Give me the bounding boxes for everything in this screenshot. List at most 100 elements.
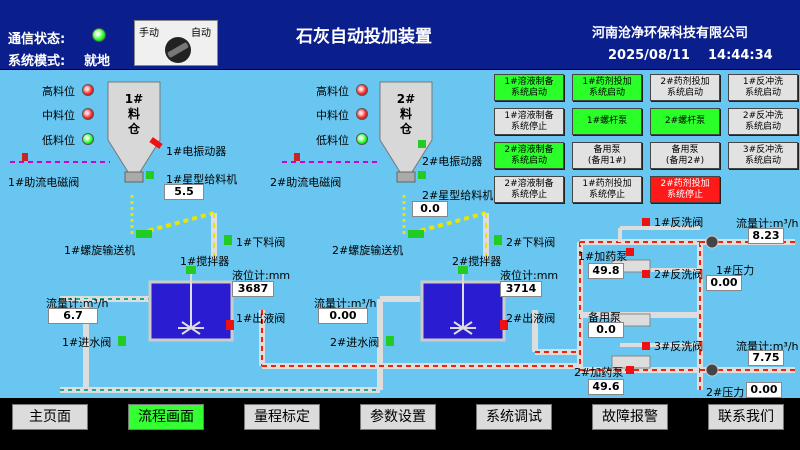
dosing-pump1-value: 49.8: [588, 263, 624, 279]
silo1-feeder-icon[interactable]: [146, 171, 154, 179]
silo2-outlet-valve-icon[interactable]: [500, 320, 508, 330]
silo2-inlet-valve-label: 2#进水阀: [330, 336, 380, 349]
control-button-r1-c1[interactable]: 1#螺杆泵: [572, 108, 642, 135]
silo2-feeder-label: 2#星型给料机: [422, 189, 494, 202]
dosing-flow2-label: 流量计:m³/h: [736, 340, 799, 353]
silo2-vibrator-icon[interactable]: [418, 140, 426, 148]
header-bar: 通信状态: 系统模式: 就地 手动 自动 石灰自动投加装置 河南沧净环保科技有限…: [0, 0, 800, 69]
silo1-mid-level-label: 中料位: [42, 109, 75, 122]
dosing-pump2-icon[interactable]: [626, 366, 634, 374]
silo1-inlet-valve-icon[interactable]: [118, 336, 126, 346]
silo1-outlet-valve-label: 1#出液阀: [236, 312, 286, 325]
silo1-mixer-label: 1#搅拌器: [180, 255, 230, 268]
silo1-feeder-value: 5.5: [164, 184, 204, 200]
silo1-discharge-valve-label: 1#下料阀: [236, 236, 286, 249]
control-button-r2-c0[interactable]: 2#溶液制备 系统启动: [494, 142, 564, 169]
switch-auto-label: 自动: [191, 28, 211, 39]
silo2-discharge-valve-label: 2#下料阀: [506, 236, 556, 249]
standby-pump-label: 备用泵: [588, 311, 621, 324]
control-button-r0-c2[interactable]: 2#药剂投加 系统启动: [650, 74, 720, 101]
silo1-inlet-valve-label: 1#进水阀: [62, 336, 112, 349]
silo2-conveyor-label: 2#螺旋输送机: [332, 244, 404, 257]
control-button-r0-c3[interactable]: 1#反冲洗 系统启动: [728, 74, 798, 101]
silo2-feeder-value: 0.0: [412, 201, 448, 217]
silo2-mixer-label: 2#搅拌器: [452, 255, 502, 268]
control-button-r1-c0[interactable]: 1#溶液制备 系统停止: [494, 108, 564, 135]
silo2-inlet-valve-icon[interactable]: [386, 336, 394, 346]
control-button-r1-c3[interactable]: 2#反冲洗 系统启动: [728, 108, 798, 135]
silo1-conveyor-icon[interactable]: [136, 230, 152, 238]
silo2-outlet-valve-label: 2#出液阀: [506, 312, 556, 325]
silo2-low-level-label: 低料位: [316, 134, 349, 147]
nav-alarm-button[interactable]: 故障报警: [592, 404, 668, 430]
silo2-label: 2# 料 仓: [396, 92, 416, 136]
silo2-discharge-valve-icon[interactable]: [494, 235, 502, 245]
control-button-r2-c2[interactable]: 备用泵 (备用2#): [650, 142, 720, 169]
silo1-mixer-icon[interactable]: [186, 266, 196, 274]
silo1-level-value: 3687: [232, 281, 274, 297]
dosing-flow2-value: 7.75: [748, 350, 784, 366]
silo1-discharge-valve-icon[interactable]: [224, 235, 232, 245]
silo1-flow-value: 6.7: [48, 308, 98, 324]
silo2-high-level-label: 高料位: [316, 85, 349, 98]
backwash-valve1-icon[interactable]: [642, 218, 650, 226]
manual-auto-switch[interactable]: 手动 自动: [134, 20, 218, 66]
control-button-r0-c1[interactable]: 1#药剂投加 系统启动: [572, 74, 642, 101]
company-name: 河南沧净环保科技有限公司: [592, 26, 749, 41]
silo2-mixer-icon[interactable]: [458, 266, 468, 274]
control-button-r3-c2[interactable]: 2#药剂投加 系统停止: [650, 176, 720, 203]
nav-parameters-button[interactable]: 参数设置: [360, 404, 436, 430]
control-button-r0-c0[interactable]: 1#溶液制备 系统启动: [494, 74, 564, 101]
silo1-magnet-valve-icon[interactable]: [22, 153, 28, 161]
silo1-low-level-label: 低料位: [42, 134, 75, 147]
pressure2-label: 2#压力: [706, 386, 745, 399]
silo1-high-level-lamp-icon: [82, 84, 94, 96]
silo2-vibrator-label: 2#电振动器: [422, 155, 483, 168]
silo1-label: 1# 料 仓: [124, 92, 144, 136]
backwash-valve3-icon[interactable]: [642, 342, 650, 350]
control-button-r2-c1[interactable]: 备用泵 (备用1#): [572, 142, 642, 169]
pressure1-label: 1#压力: [716, 264, 755, 277]
silo1-flow-label: 流量计:m³/h: [46, 297, 109, 310]
nav-process-button[interactable]: 流程画面: [128, 404, 204, 430]
system-mode-label: 系统模式:: [8, 54, 66, 69]
silo1-conveyor-label: 1#螺旋输送机: [64, 244, 136, 257]
date-display: 2025/08/11: [608, 48, 690, 63]
control-button-r3-c0[interactable]: 2#溶液制备 系统停止: [494, 176, 564, 203]
silo2-level-value: 3714: [500, 281, 542, 297]
nav-home-button[interactable]: 主页面: [12, 404, 88, 430]
control-button-r3-c1[interactable]: 1#药剂投加 系统停止: [572, 176, 642, 203]
nav-calibration-button[interactable]: 量程标定: [244, 404, 320, 430]
silo1-mid-level-lamp-icon: [82, 108, 94, 120]
control-button-r2-c3[interactable]: 3#反冲洗 系统启动: [728, 142, 798, 169]
page-title: 石灰自动投加装置: [296, 27, 432, 47]
silo1-level-label: 液位计:mm: [232, 269, 291, 282]
backwash-valve3-label: 3#反洗阀: [654, 340, 704, 353]
silo2-flow-label: 流量计:m³/h: [314, 297, 377, 310]
silo2-mid-level-lamp-icon: [356, 108, 368, 120]
system-mode-value: 就地: [84, 54, 111, 69]
dosing-pump1-icon[interactable]: [626, 248, 634, 256]
silo1-high-level-label: 高料位: [42, 85, 75, 98]
dosing-pump1-label: 1#加药泵: [578, 250, 628, 263]
nav-contact-button[interactable]: 联系我们: [708, 404, 784, 430]
dosing-pump2-label: 2#加药泵: [574, 366, 624, 379]
control-button-r1-c2[interactable]: 2#螺杆泵: [650, 108, 720, 135]
backwash-valve2-label: 2#反洗阀: [654, 268, 704, 281]
silo1-low-level-lamp-icon: [82, 133, 94, 145]
comm-status-label: 通信状态:: [8, 32, 66, 47]
dosing-flow1-label: 流量计:m³/h: [736, 217, 799, 230]
piping-diagram: [10, 81, 795, 393]
process-area: 1# 料 仓 高料位 中料位 低料位 1#电振动器 1#助流电磁阀 1#星型给料…: [0, 70, 800, 399]
dosing-flow1-value: 8.23: [748, 228, 784, 244]
silo1-feeder-label: 1#星型给料机: [166, 173, 238, 186]
backwash-valve2-icon[interactable]: [642, 270, 650, 278]
silo2-magnet-valve-icon[interactable]: [294, 153, 300, 161]
silo2-conveyor-icon[interactable]: [408, 230, 424, 238]
silo1-outlet-valve-icon[interactable]: [226, 320, 234, 330]
silo1-vibrator-label: 1#电振动器: [166, 145, 227, 158]
silo2-high-level-lamp-icon: [356, 84, 368, 96]
silo2-feeder-icon[interactable]: [418, 171, 426, 179]
nav-debug-button[interactable]: 系统调试: [476, 404, 552, 430]
backwash-valve1-label: 1#反洗阀: [654, 216, 704, 229]
